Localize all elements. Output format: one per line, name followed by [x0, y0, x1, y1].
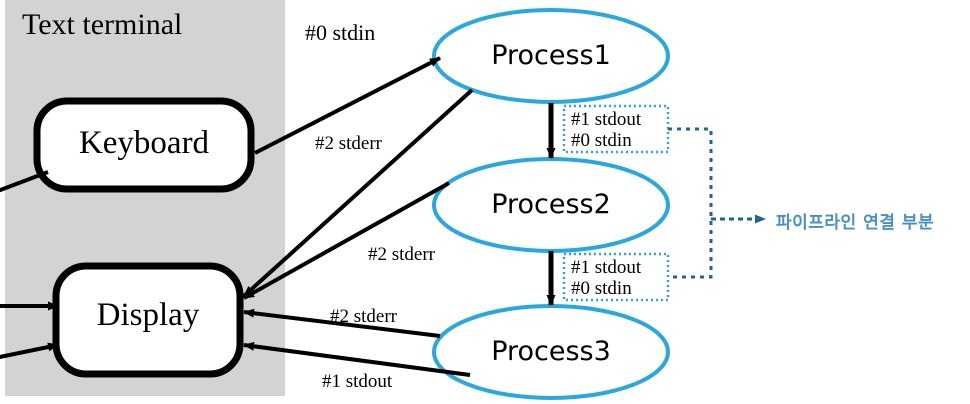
display-label: Display	[96, 297, 200, 333]
flow-label-stderr-process1-display: #2 stderr	[315, 133, 383, 154]
edge-stdin-keyboard-to-process1	[254, 56, 441, 155]
flow-label-stderr-process3-display: #2 stderr	[330, 306, 398, 327]
edge-stderr-process3-to-display	[243, 308, 441, 338]
keyboard-label: Keyboard	[78, 125, 210, 161]
process3-ellipse	[432, 304, 670, 400]
process2-label: Process2	[491, 189, 611, 220]
process3-label: Process3	[491, 336, 611, 367]
pipeline-connector-bracket	[668, 127, 713, 279]
flow-label-stderr-process2-display: #2 stderr	[368, 244, 436, 265]
pipe-box-2-outline	[562, 252, 670, 302]
text-terminal-title: Text terminal	[22, 8, 183, 41]
pipeline-annotation-label: 파이프라인 연결 부분	[776, 213, 935, 233]
flow-label-stdin-keyboard-process1: #0 stdin	[305, 20, 376, 45]
display-offscreen-arrow-lower	[0, 342, 59, 360]
keyboard-offscreen-line	[0, 170, 49, 193]
pipe-box-2-line-1: #1 stdout	[571, 257, 642, 278]
display-box	[52, 262, 244, 378]
pipe-box-1-line-1: #1 stdout	[571, 109, 642, 130]
pipe-box-2-line-2: #0 stdin	[571, 278, 632, 299]
edge-stderr-process2-to-display	[243, 181, 450, 300]
process1-label: Process1	[491, 40, 611, 71]
flow-label-stdout-process3-display: #1 stdout	[322, 371, 393, 392]
edge-stdout-process3-to-display	[243, 341, 471, 377]
pipe-box-1-line-2: #0 stdin	[571, 130, 632, 151]
process1-ellipse	[432, 8, 670, 104]
edge-stderr-process1-to-display	[242, 88, 474, 298]
keyboard-box	[33, 97, 255, 193]
